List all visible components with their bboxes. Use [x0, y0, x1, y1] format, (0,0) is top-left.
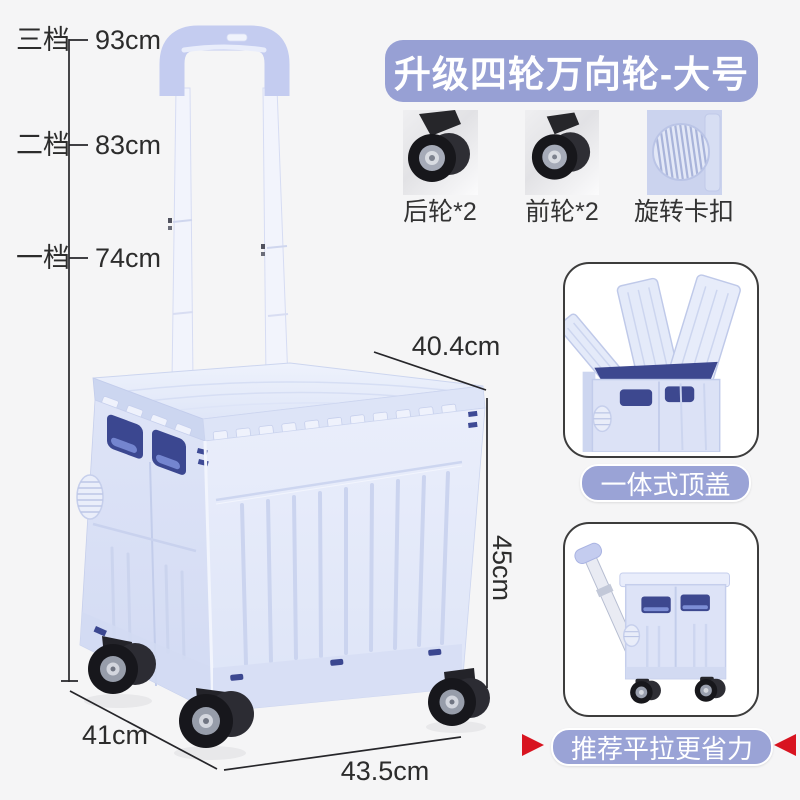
- rotating-buckle-disc: [76, 474, 104, 520]
- cart-box-body: [76, 399, 486, 713]
- dimension-lid-width: 40.4cm: [411, 331, 501, 361]
- red-arrow-right-icon: [774, 734, 796, 756]
- ground-shadows: [84, 694, 486, 760]
- rear-wheel-icon: [408, 110, 470, 182]
- dimension-height: 45cm: [487, 535, 517, 602]
- feature-label-buckle: 旋转卡扣: [633, 198, 734, 226]
- feature-thumb-rear-wheel: [403, 110, 478, 195]
- dimension-width: 43.5cm: [340, 756, 430, 786]
- feature-label-rear-wheel: 后轮*2: [403, 198, 477, 226]
- gauge-level-1-name: 一档: [16, 243, 70, 273]
- caster-wheels: [88, 636, 490, 748]
- feature-thumb-front-wheel: [525, 110, 599, 195]
- gauge-level-3-value: 93cm: [95, 25, 162, 55]
- cart-lid: [92, 362, 486, 442]
- flat-pull-photo-box: [563, 522, 759, 717]
- gauge-level-2-name: 二档: [16, 130, 70, 160]
- telescoping-handle: [159, 25, 290, 382]
- gauge-level-2-value: 83cm: [95, 130, 162, 160]
- rotating-buckle-icon: [652, 113, 721, 192]
- feature-label-front-wheel: 前轮*2: [525, 198, 599, 226]
- red-arrow-left-icon: [522, 734, 544, 756]
- flat-pull-illustration: [574, 542, 730, 704]
- gauge-level-1-value: 74cm: [95, 243, 162, 273]
- dimension-lines: [61, 39, 488, 771]
- pull-callout-pill: 推荐平拉更省力: [551, 728, 773, 766]
- lid-callout-pill: 一体式顶盖: [580, 464, 751, 502]
- open-lid-illustration: [565, 274, 741, 452]
- open-lid-photo-box: [563, 262, 759, 458]
- dimension-depth: 41cm: [81, 720, 149, 750]
- promo-banner: 升级四轮万向轮-大号: [385, 40, 758, 102]
- feature-thumb-buckle: [647, 110, 722, 195]
- gauge-level-3-name: 三档: [16, 25, 70, 55]
- handle-grip: [159, 25, 290, 96]
- front-wheel-icon: [531, 112, 591, 180]
- front-face-ribs: [240, 471, 450, 666]
